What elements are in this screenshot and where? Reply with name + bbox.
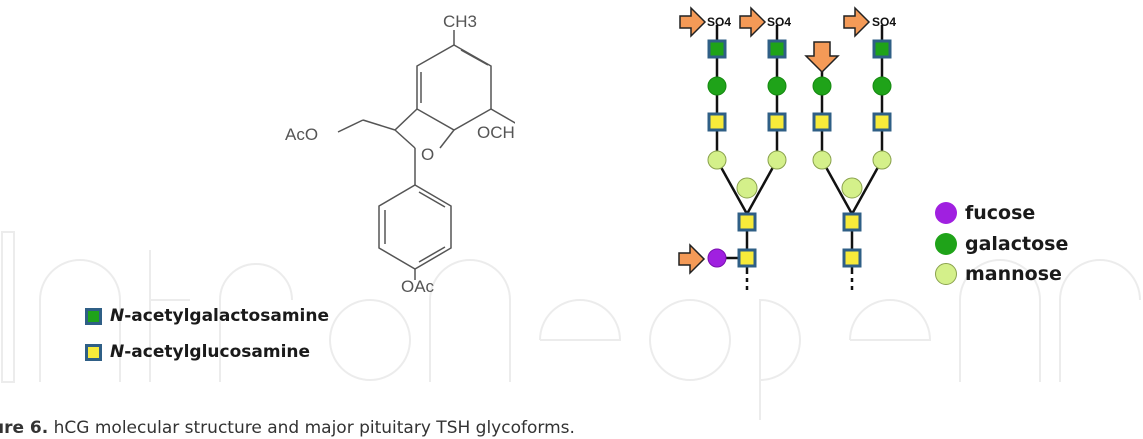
glycan-diagram: SO4 SO4 SO4: [678, 6, 896, 290]
methyl-label: CH3: [443, 12, 477, 31]
legend-item-galactose: galactose: [935, 233, 1068, 255]
acetoxy-bottom-label: OAc: [401, 277, 435, 296]
methoxy-label: OCH3: [477, 123, 515, 142]
legend-item-galnac: N-acetylgalactosamine: [85, 306, 329, 326]
glcnac-swatch: [85, 343, 102, 361]
arrow-icon: [679, 6, 707, 38]
galactose-swatch: [935, 233, 957, 255]
ring-oxygen-label: O: [421, 145, 434, 164]
legend-item-glcnac: N-acetylglucosamine: [85, 342, 310, 362]
sulfate-label: SO4: [767, 15, 791, 29]
figure-caption: ure 6. hCG molecular structure and major…: [0, 418, 575, 438]
legend-label: fucose: [965, 202, 1036, 224]
arrow-icon: [843, 6, 871, 38]
legend-item-mannose: mannose: [935, 263, 1062, 285]
legend-label: mannose: [965, 263, 1062, 285]
legend-label: galactose: [965, 233, 1069, 255]
mannose-swatch: [935, 263, 957, 285]
sulfate-label: SO4: [707, 15, 731, 29]
legend-item-fucose: fucose: [935, 202, 1035, 224]
caption-text: hCG molecular structure and major pituit…: [48, 418, 575, 438]
legend-label: N-acetylglucosamine: [110, 342, 311, 362]
arrow-icon: [804, 41, 840, 74]
chemical-structure: CH3 AcO OCH3 O OAc: [285, 12, 515, 296]
sulfate-label: SO4: [872, 15, 896, 29]
fucose-swatch: [935, 202, 957, 224]
legend-label: N-acetylgalactosamine: [110, 306, 329, 326]
galnac-swatch: [85, 307, 102, 325]
arrow-icon: [678, 243, 706, 275]
figure-number: ure 6.: [0, 418, 49, 438]
acetoxy-left-label: AcO: [285, 125, 318, 144]
arrow-icon: [739, 6, 767, 38]
